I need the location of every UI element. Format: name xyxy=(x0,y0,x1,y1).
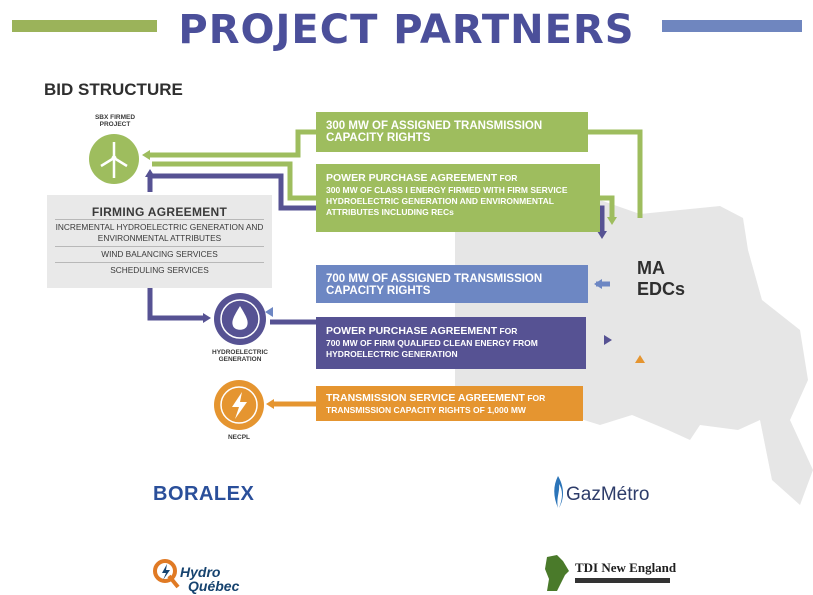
boralex-logo: BORALEX xyxy=(153,483,255,505)
water-drop-icon xyxy=(220,299,260,339)
flame-icon xyxy=(554,476,564,508)
firming-row-scheduling: SCHEDULING SERVICES xyxy=(55,262,264,278)
new-england-map-icon xyxy=(545,555,569,591)
line-firming-ppa xyxy=(147,173,605,233)
title-bar-right xyxy=(662,20,802,32)
bid-structure-heading: BID STRUCTURE xyxy=(44,80,183,99)
firming-row-hydro: INCREMENTAL HYDROELECTRIC GENERATION AND… xyxy=(55,219,264,246)
firming-heading: FIRMING AGREEMENT xyxy=(91,205,228,219)
necpl-label: NECPL xyxy=(227,434,251,441)
gazmetro-logo: GazMétro xyxy=(566,484,650,505)
arrow-down-purple-icon xyxy=(597,231,607,239)
tsa-box: TRANSMISSION SERVICE AGREEMENT FOR TRANS… xyxy=(316,386,583,421)
arrow-to-hydro-icon xyxy=(203,313,211,323)
arrow-down-icon xyxy=(607,217,617,225)
sbx-project xyxy=(89,134,139,184)
tdi-logo-underline xyxy=(575,578,670,583)
arrow-up-icon xyxy=(145,169,155,177)
firming-agreement-box: FIRMING AGREEMENT INCREMENTAL HYDROELECT… xyxy=(47,195,272,288)
line-transmission-300 xyxy=(148,129,643,218)
arrow-to-necpl-icon xyxy=(266,399,274,409)
arrow-from-ma-icon xyxy=(594,279,602,289)
hydro-generation xyxy=(214,293,266,345)
line-ppa-300 xyxy=(152,161,615,218)
page-title: PROJECT PARTNERS xyxy=(178,7,635,53)
arrow-to-ma-icon xyxy=(604,335,612,345)
firming-row-wind: WIND BALANCING SERVICES xyxy=(55,246,264,262)
line-firming-hydro xyxy=(147,288,206,321)
lightning-icon xyxy=(220,386,258,424)
arrow-to-sbx-icon xyxy=(142,150,150,160)
arrow-to-hydro-blue-icon xyxy=(265,307,273,317)
hydro-quebec-q-icon xyxy=(153,559,180,589)
arrow-up-orange-icon xyxy=(635,355,645,363)
title-bar-left xyxy=(12,20,157,32)
ppa-700-box: POWER PURCHASE AGREEMENT FOR 700 MW OF F… xyxy=(316,317,586,369)
tdi-logo: TDI New England xyxy=(575,560,677,575)
necpl xyxy=(214,380,264,430)
wind-turbine-icon xyxy=(100,142,128,178)
ppa-300-box: POWER PURCHASE AGREEMENT FOR 300 MW OF C… xyxy=(316,164,600,232)
